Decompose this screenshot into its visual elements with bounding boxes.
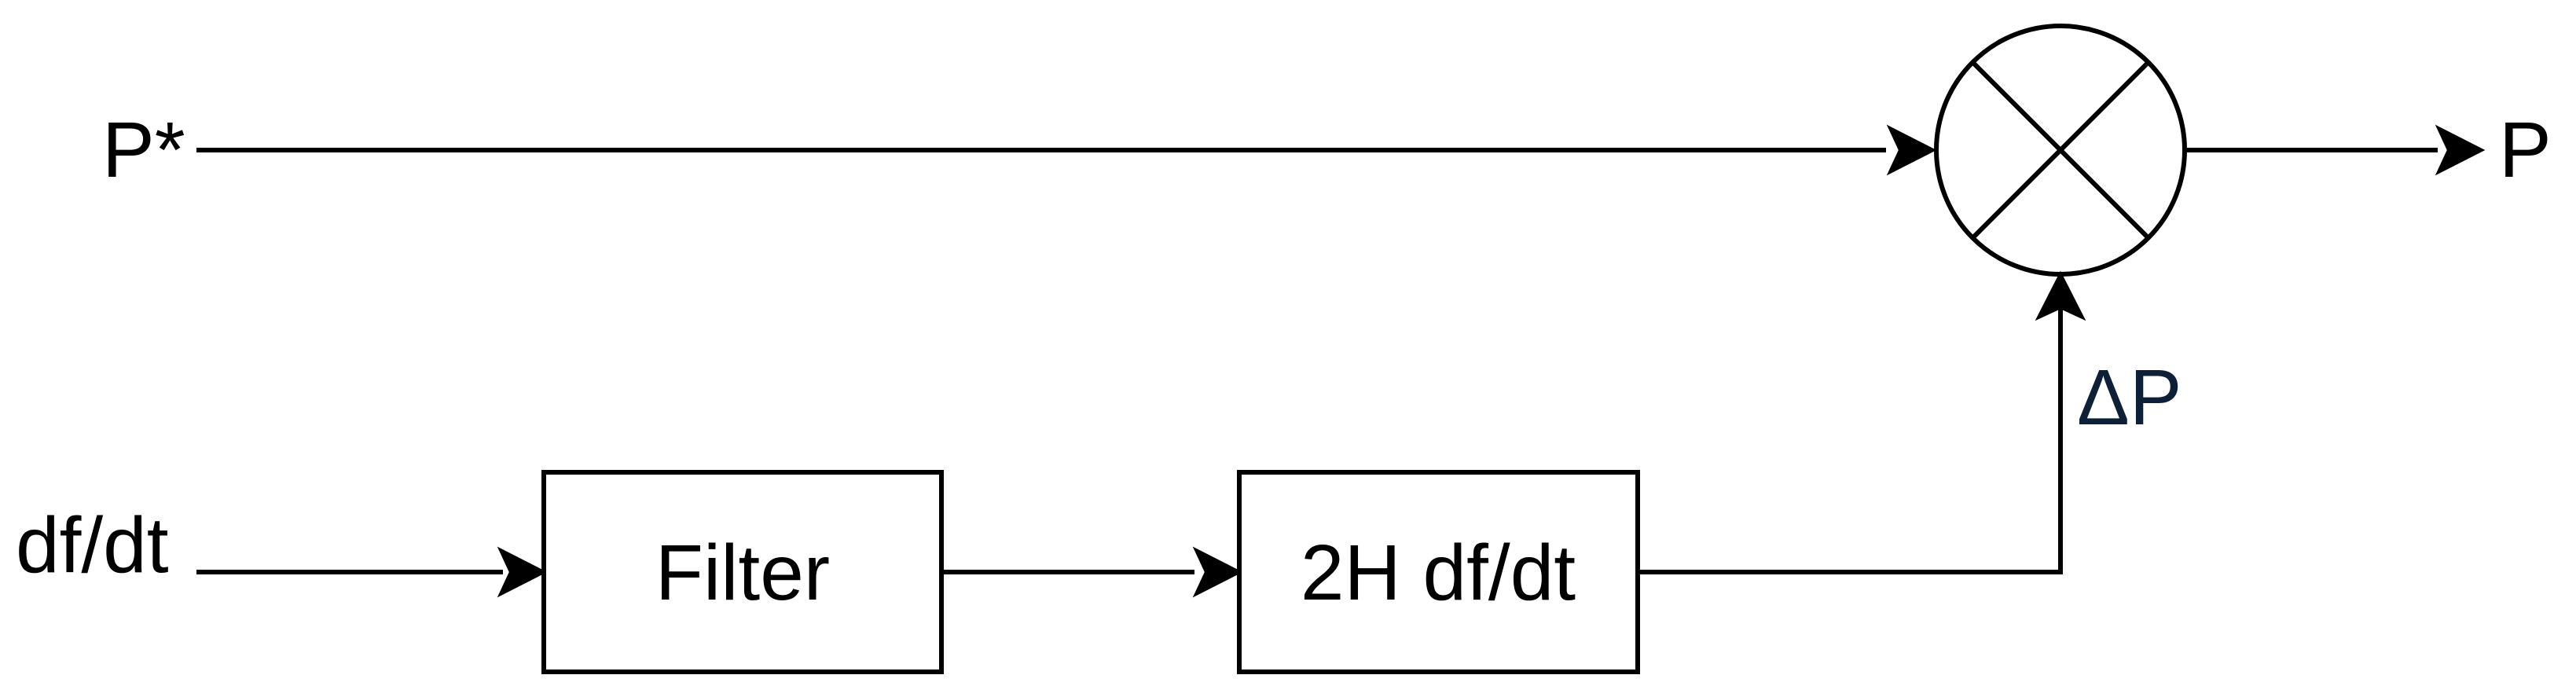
inertia-label: 2H df/dt [1301, 529, 1576, 617]
inertia-box [1237, 470, 1640, 674]
filter-box [541, 470, 944, 674]
filter-label: Filter [655, 529, 830, 617]
delta-p-label: ΔP [2077, 354, 2182, 442]
multiplier-block [1934, 24, 2187, 277]
df-dt-input-label: df/dt [16, 501, 169, 589]
delta-p-arrowhead [2035, 270, 2086, 321]
df-dt-arrowhead [497, 546, 548, 598]
delta-p-signal-line [1638, 303, 2063, 574]
inertia-block: 2H df/dt [1237, 470, 1640, 674]
p-star-arrowhead [1886, 124, 1937, 176]
p-star-input-label: P* [102, 106, 185, 194]
p-output-label: P [2499, 106, 2552, 194]
multiplier-cross-line-b [1970, 60, 2151, 240]
filter-output-arrowhead [1192, 546, 1243, 598]
filter-block: Filter [541, 470, 944, 674]
p-output-arrowhead [2435, 124, 2486, 176]
